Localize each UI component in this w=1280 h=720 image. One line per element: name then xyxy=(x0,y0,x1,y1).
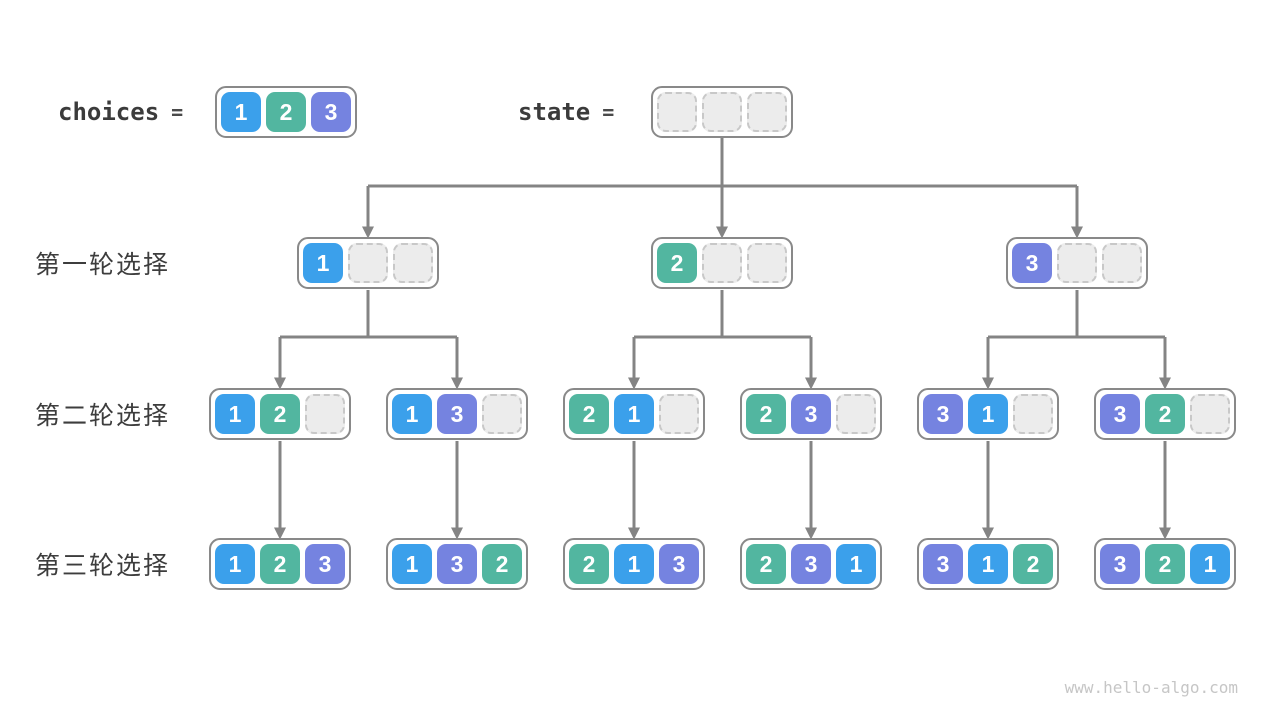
cell-2: 2 xyxy=(746,544,786,584)
cell-3: 3 xyxy=(791,394,831,434)
cell-3: 3 xyxy=(1100,544,1140,584)
cell-1: 1 xyxy=(968,544,1008,584)
cell-1: 1 xyxy=(614,544,654,584)
state-node-1: 1 xyxy=(297,237,439,289)
cell-1: 1 xyxy=(303,243,343,283)
watermark: www.hello-algo.com xyxy=(1064,678,1238,697)
cell-1: 1 xyxy=(614,394,654,434)
cell-2: 2 xyxy=(1145,544,1185,584)
cell-1: 1 xyxy=(1190,544,1230,584)
cell-empty xyxy=(836,394,876,434)
cell-empty xyxy=(702,92,742,132)
cell-empty xyxy=(305,394,345,434)
cell-2: 2 xyxy=(260,394,300,434)
cell-3: 3 xyxy=(437,394,477,434)
cell-1: 1 xyxy=(836,544,876,584)
cell-2: 2 xyxy=(746,394,786,434)
cell-empty xyxy=(657,92,697,132)
cell-3: 3 xyxy=(311,92,351,132)
cell-1: 1 xyxy=(392,394,432,434)
state-array xyxy=(651,86,793,138)
choices-label: choices xyxy=(58,98,160,126)
cell-2: 2 xyxy=(482,544,522,584)
row-label-round-1: 第一轮选择 xyxy=(35,251,171,279)
cell-empty xyxy=(1013,394,1053,434)
cell-2: 2 xyxy=(569,394,609,434)
cell-3: 3 xyxy=(1100,394,1140,434)
cell-empty xyxy=(482,394,522,434)
cell-empty xyxy=(702,243,742,283)
cell-3: 3 xyxy=(791,544,831,584)
cell-2: 2 xyxy=(260,544,300,584)
cell-3: 3 xyxy=(659,544,699,584)
cell-3: 3 xyxy=(923,544,963,584)
state-header: state = xyxy=(518,86,614,138)
cell-1: 1 xyxy=(215,544,255,584)
cell-2: 2 xyxy=(657,243,697,283)
cell-empty xyxy=(348,243,388,283)
choices-header: choices = xyxy=(58,86,183,138)
cell-1: 1 xyxy=(968,394,1008,434)
cell-3: 3 xyxy=(923,394,963,434)
cell-1: 1 xyxy=(392,544,432,584)
cell-2: 2 xyxy=(1013,544,1053,584)
state-label: state xyxy=(518,98,591,126)
cell-1: 1 xyxy=(221,92,261,132)
state-equals-sign: = xyxy=(602,100,615,124)
cell-1: 1 xyxy=(215,394,255,434)
cell-3: 3 xyxy=(437,544,477,584)
cell-empty xyxy=(747,243,787,283)
row-label-round-2: 第二轮选择 xyxy=(35,402,171,430)
cell-2: 2 xyxy=(569,544,609,584)
state-node-3: 3 xyxy=(1006,237,1148,289)
cell-empty xyxy=(393,243,433,283)
cell-empty xyxy=(1102,243,1142,283)
choices-equals-sign: = xyxy=(171,100,184,124)
cell-3: 3 xyxy=(1012,243,1052,283)
state-node-2: 2 xyxy=(651,237,793,289)
cell-empty xyxy=(747,92,787,132)
cell-3: 3 xyxy=(305,544,345,584)
cell-empty xyxy=(659,394,699,434)
cell-2: 2 xyxy=(266,92,306,132)
row-label-round-3: 第三轮选择 xyxy=(35,552,171,580)
cell-empty xyxy=(1190,394,1230,434)
cell-2: 2 xyxy=(1145,394,1185,434)
cell-empty xyxy=(1057,243,1097,283)
